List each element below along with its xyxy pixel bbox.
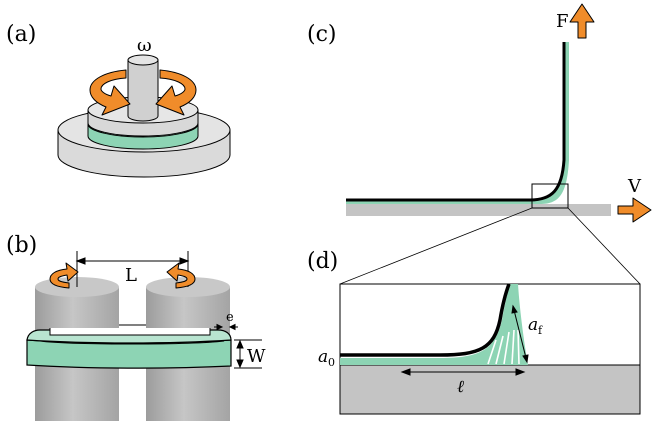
panel-label-d: (d) bbox=[307, 249, 338, 274]
substrate bbox=[346, 204, 611, 216]
panel-d: (d) a 0 bbox=[307, 249, 641, 415]
right-rotation-arrow-icon bbox=[166, 262, 196, 289]
omega-label: ω bbox=[137, 35, 152, 56]
thickness-dimension bbox=[214, 323, 238, 331]
panel-a: (a) ω bbox=[6, 22, 231, 178]
force-arrow-icon bbox=[569, 3, 595, 39]
panel-b: (b) L bbox=[6, 233, 266, 421]
svg-text:f: f bbox=[538, 324, 543, 337]
width-dimension bbox=[234, 339, 262, 369]
svg-text:a: a bbox=[528, 315, 538, 335]
adhesive-region bbox=[340, 284, 528, 365]
rotation-arrow-icon bbox=[89, 69, 197, 116]
zoom-line-right bbox=[567, 207, 641, 285]
rotating-shaft bbox=[127, 54, 159, 122]
zoom-line-left bbox=[339, 207, 533, 285]
F-label: F bbox=[556, 11, 569, 32]
W-label: W bbox=[247, 346, 266, 367]
a0-label: a 0 bbox=[318, 347, 335, 369]
ell-label: ℓ bbox=[457, 377, 464, 397]
zoom-substrate bbox=[339, 364, 641, 415]
svg-text:a: a bbox=[318, 347, 328, 367]
tape-backing bbox=[340, 283, 511, 357]
L-label: L bbox=[125, 265, 137, 286]
panel-c: (c) F V bbox=[307, 3, 652, 285]
ribbon-sample bbox=[26, 320, 232, 369]
ell-dimension bbox=[400, 368, 526, 376]
panel-label-a: (a) bbox=[6, 22, 36, 47]
panel-label-b: (b) bbox=[6, 233, 37, 258]
V-label: V bbox=[627, 176, 642, 197]
length-dimension bbox=[75, 251, 190, 287]
left-rotation-arrow-icon bbox=[49, 262, 79, 289]
zoom-box bbox=[531, 183, 569, 209]
e-label: e bbox=[226, 310, 234, 325]
af-label: a f bbox=[528, 315, 543, 337]
velocity-arrow-icon bbox=[617, 197, 652, 223]
peeling-tape bbox=[346, 42, 569, 204]
af-dimension bbox=[511, 304, 529, 364]
svg-text:0: 0 bbox=[328, 356, 335, 369]
panel-label-c: (c) bbox=[307, 22, 337, 47]
